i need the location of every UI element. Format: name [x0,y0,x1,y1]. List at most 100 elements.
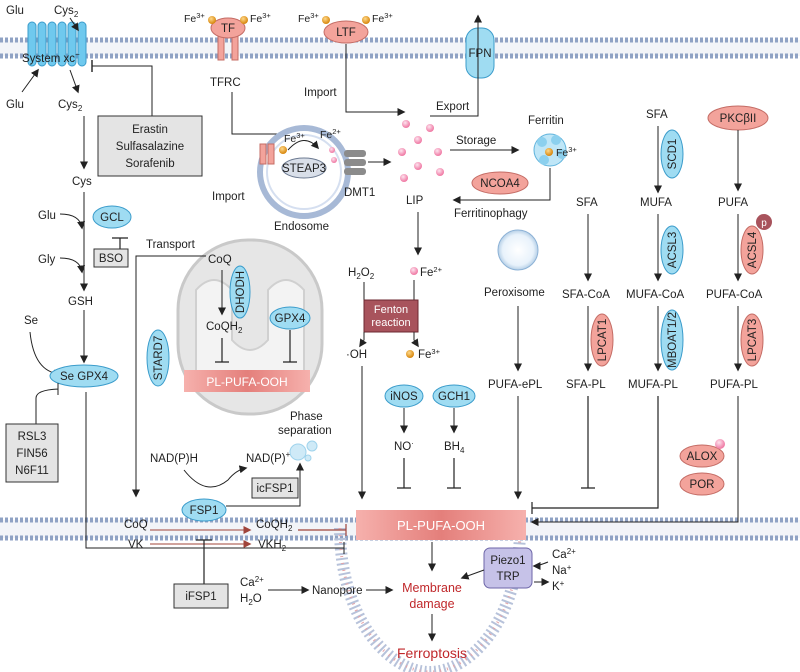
svg-text:reaction: reaction [371,317,410,329]
fpn-channel: FPN [465,27,495,79]
endosome: STEAP3 [257,125,351,219]
gpx4-inhibitor-box: RSL3 FIN56 N6F11 [5,423,59,483]
cys2-in-arrow [69,69,80,94]
svg-text:SCD1: SCD1 [667,139,679,170]
glu-label: Glu [38,210,56,222]
nadph-arc [183,465,248,488]
acsl3-enzyme: ACSL3 [660,225,684,275]
svg-text:NCOA4: NCOA4 [480,178,520,190]
glu-export-arrow [21,68,39,93]
acsl4-enzyme: ACSL4 p [740,214,772,275]
svg-text:LTF: LTF [336,27,356,39]
endosome-fe2: Fe2+ [320,127,341,141]
cys2-out-arrow [69,17,79,32]
lpcat3-enzyme: LPCAT3 [740,313,764,367]
ltf-fe3-right: Fe3+ [372,11,393,25]
svg-text:iFSP1: iFSP1 [185,591,216,603]
stard7-protein: STARD7 [146,329,170,387]
sfa-pl-label: SFA-PL [566,379,606,391]
ifsp1-inhibition [196,539,212,584]
gpx4-enzyme: Se GPX4 [49,364,119,388]
phase-label-2: separation [278,425,332,437]
import-label-2: Import [304,87,337,99]
transport-label: Transport [146,239,196,251]
fsp1-phase-arrow [226,462,304,507]
ncoa4-protein: NCOA4 [471,171,529,195]
svg-text:RSL3: RSL3 [18,431,47,443]
membrane-vkh2-label: VKH2 [258,539,287,553]
peroxisome-label: Peroxisome [484,287,545,299]
dhodh-enzyme: DHODH [229,265,251,319]
endosome-fe3: Fe3+ [284,131,305,145]
sfa-top-label: SFA [646,109,668,121]
svg-text:GCH1: GCH1 [438,391,470,403]
gsh-label: GSH [68,296,93,308]
svg-text:TRP: TRP [497,571,520,583]
steap3-label: STEAP3 [282,163,326,175]
mito-coqh2-label: CoQH2 [206,321,243,335]
plasma-membrane-top [0,37,800,59]
se-label: Se [24,315,38,327]
erastin-label: Erastin [132,124,168,136]
membrane-coqh2-label: CoQH2 [256,519,293,533]
svg-text:PKCβII: PKCβII [720,113,757,125]
svg-text:Piezo1: Piezo1 [490,555,525,567]
pkc-protein: PKCβII [707,105,769,131]
system-xc-label: System xc− [22,50,80,65]
dmt1-channel [344,150,366,175]
lip-iron-pool [398,120,444,182]
no-label: NO· [394,439,414,453]
membrane-damage-line2: damage [409,597,454,611]
tfrc-import-arrow [231,92,298,138]
svg-text:ACSL3: ACSL3 [667,232,679,268]
phase-label-1: Phase [290,411,323,423]
mito-pl-pufa-ooh: PL-PUFA-OOH [184,370,310,392]
transport-line [132,255,206,498]
svg-text:PL-PUFA-OOH: PL-PUFA-OOH [397,518,485,533]
membrane-damage-line1: Membrane [402,581,462,595]
bso-box: BSO [93,248,129,268]
xc-inhibition-line [92,65,153,116]
bh4-label: BH4 [444,441,465,455]
ferritinophagy-arrow [452,168,551,204]
fsp1-enzyme: FSP1 [181,498,227,522]
tf-receptor: TF [208,16,248,61]
piezo1-trp-channel: Piezo1 TRP [483,547,533,589]
mito-coq-label: CoQ [208,254,232,266]
sorafenib-label: Sorafenib [125,158,174,170]
svg-text:LPCAT3: LPCAT3 [747,319,759,362]
cys2-in-label: Cys2 [58,99,83,113]
nanopore-label: Nanopore [312,585,363,597]
icfsp1-box: icFSP1 [251,477,299,499]
nadp-label: NAD(P)+ [246,450,291,465]
ltf-fe3-left: Fe3+ [298,11,319,25]
glu-out-label: Glu [6,5,24,17]
ltf-import-arrow [345,44,406,116]
svg-text:FSP1: FSP1 [190,505,219,517]
hydroxyl-radical-label: ·OH [346,349,367,361]
tf-fe3-right: Fe3+ [250,11,271,25]
gpx4-inhibition [35,383,59,424]
pufa-label: PUFA [718,197,748,209]
pufa-pl-label: PUFA-PL [710,379,759,391]
glu-in-label: Glu [6,99,24,111]
svg-text:BSO: BSO [99,253,123,265]
ferritin-label: Ferritin [528,115,564,127]
h2o2-label: H2O2 [348,267,375,281]
cys-label: Cys [72,176,92,188]
piezo-k-label: K+ [552,579,565,593]
tf-fe3-left: Fe3+ [184,11,205,25]
fenton-reaction-box: Fenton reaction [363,299,419,333]
fenton-fe2-label: Fe2+ [420,265,443,279]
ferritin-fe3: Fe3+ [556,145,577,159]
mufa-coa-label: MUFA-CoA [626,289,684,301]
sfa-coa-label: SFA-CoA [562,289,610,301]
svg-text:GPX4: GPX4 [275,313,306,325]
cys2-out-label: Cys2 [54,5,79,19]
svg-text:Fenton: Fenton [374,304,408,316]
lip-label: LIP [406,195,424,207]
inos-enzyme: iNOS [384,384,424,408]
alox-enzyme: ALOX [679,439,725,468]
gpx4-to-membrane-inhibition [85,392,345,554]
mito-gpx4-enzyme: GPX4 [269,306,311,330]
